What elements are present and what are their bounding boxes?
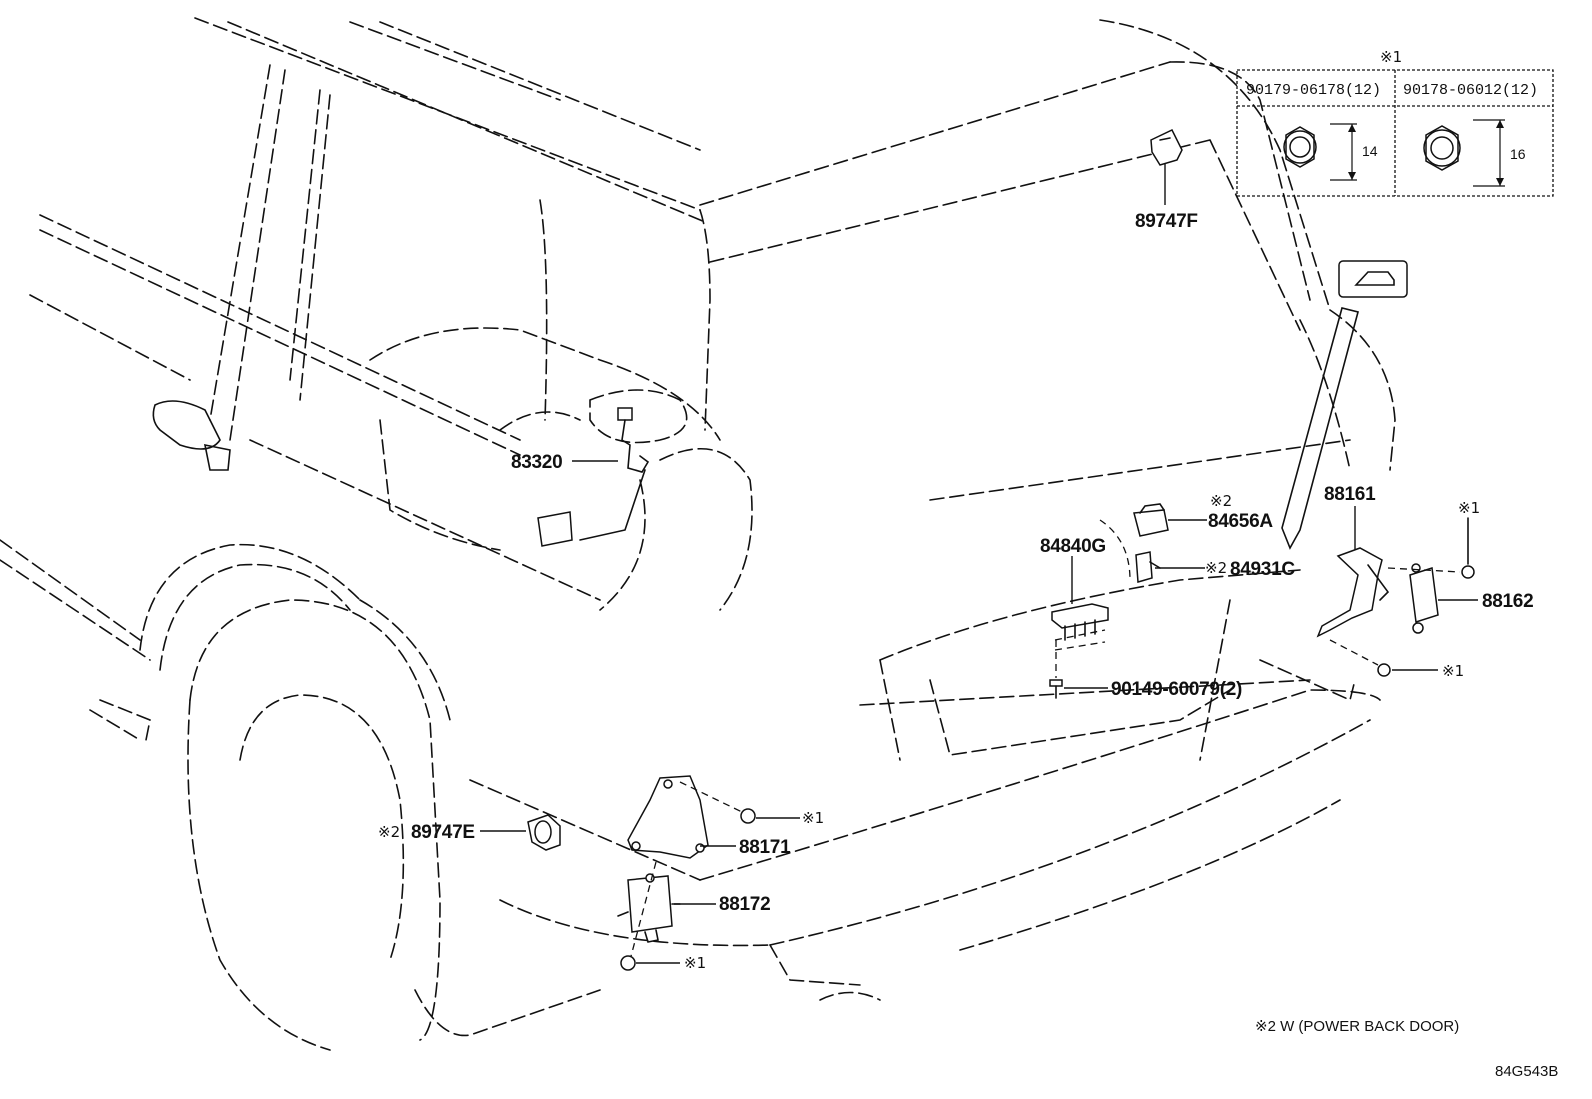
label-88171: 88171	[739, 837, 791, 858]
dashed-guide	[1099, 519, 1131, 581]
label-88162: 88162	[1482, 591, 1533, 612]
mark-nut-lower-right: ※1	[1442, 662, 1464, 680]
nut-upper-right	[1461, 517, 1475, 579]
nut-table: ※1 90179-06178(12) 90178-06012(12) 14	[1236, 48, 1554, 197]
label-84931C: 84931C	[1230, 559, 1295, 580]
label-83320: 83320	[511, 452, 562, 473]
label-88161: 88161	[1324, 484, 1376, 505]
mark-89747E: ※2	[378, 823, 400, 841]
tailgate-legend-icon	[1338, 260, 1408, 298]
mark-nut-bottom: ※1	[684, 954, 706, 972]
label-88172: 88172	[719, 894, 770, 915]
guide-nut-upper-right	[1387, 567, 1461, 573]
label-89747E: 89747E	[411, 822, 475, 843]
nut-bottom	[620, 955, 636, 971]
part-89747E-shape	[527, 814, 561, 851]
guide-nut-lower-right	[1329, 639, 1379, 666]
nut-mid-left	[740, 808, 756, 824]
part-88171-shape	[627, 775, 709, 859]
part-89747F-shape	[1150, 129, 1183, 166]
part-84656A-shape	[1133, 503, 1169, 537]
figure-code: 84G543B	[1495, 1063, 1558, 1080]
hex-nut-16-icon	[1423, 119, 1505, 187]
nut-table-col2-size: 16	[1510, 146, 1526, 162]
label-84840G: 84840G	[1040, 536, 1106, 557]
nut-table-mark: ※1	[1380, 48, 1402, 66]
nut-table-col2-part: 90178-06012(12)	[1403, 82, 1538, 99]
part-88162-shape	[1409, 563, 1439, 634]
part-84931C-shape	[1135, 551, 1161, 583]
nut-lower-right	[1377, 663, 1391, 677]
direction-arrow	[1281, 307, 1359, 550]
vehicle-outline	[0, 17, 1396, 1051]
hex-nut-14-icon	[1283, 123, 1357, 181]
part-90149-shape	[1049, 679, 1063, 699]
mark-84931C: ※2	[1205, 559, 1227, 577]
nut-table-col1-size: 14	[1362, 143, 1378, 159]
part-83320-shape	[537, 407, 650, 547]
part-88161-shape	[1316, 547, 1390, 638]
label-84656A: 84656A	[1208, 511, 1273, 532]
footnote: ※2 W (POWER BACK DOOR)	[1255, 1018, 1459, 1035]
nut-table-col1-part: 90179-06178(12)	[1246, 82, 1381, 99]
label-90149: 90149-60079(2)	[1111, 679, 1242, 700]
mark-nut-mid-left: ※1	[802, 809, 824, 827]
mark-84656A: ※2	[1210, 492, 1232, 510]
mark-nut-upper-right: ※1	[1458, 499, 1480, 517]
guide-88172	[629, 861, 657, 961]
part-88172-shape	[617, 873, 681, 943]
label-89747F: 89747F	[1135, 211, 1198, 232]
part-84840G-shape	[1051, 603, 1109, 651]
